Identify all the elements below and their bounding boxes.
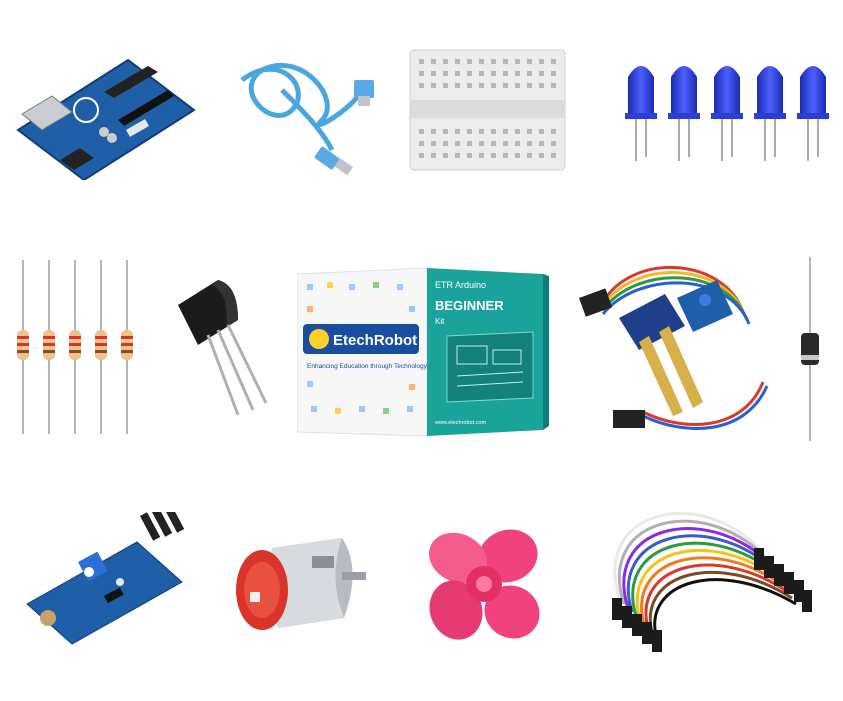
box-kit-label: Kit <box>435 317 445 326</box>
kit-box: EtechRobot Enhancing Education through T… <box>297 266 549 438</box>
soil-moisture-sensor <box>573 262 773 442</box>
box-series: ETR Arduino <box>435 280 486 290</box>
usb-cable <box>222 50 382 175</box>
dc-motor <box>232 528 374 643</box>
box-edition: BEGINNER <box>435 298 504 313</box>
arduino-uno-board <box>8 40 200 180</box>
propeller-fan <box>418 518 553 648</box>
jumper-wires <box>590 490 825 670</box>
box-brand: EtechRobot <box>333 332 417 349</box>
resistors <box>15 258 140 438</box>
transistor <box>168 275 278 420</box>
diode <box>790 255 830 445</box>
blue-leds <box>620 55 835 165</box>
ldr-sensor-module <box>22 512 192 652</box>
box-website: www.etechrobot.com <box>434 420 486 426</box>
box-tagline: Enhancing Education through Technology <box>307 363 428 370</box>
breadboard <box>405 45 570 175</box>
